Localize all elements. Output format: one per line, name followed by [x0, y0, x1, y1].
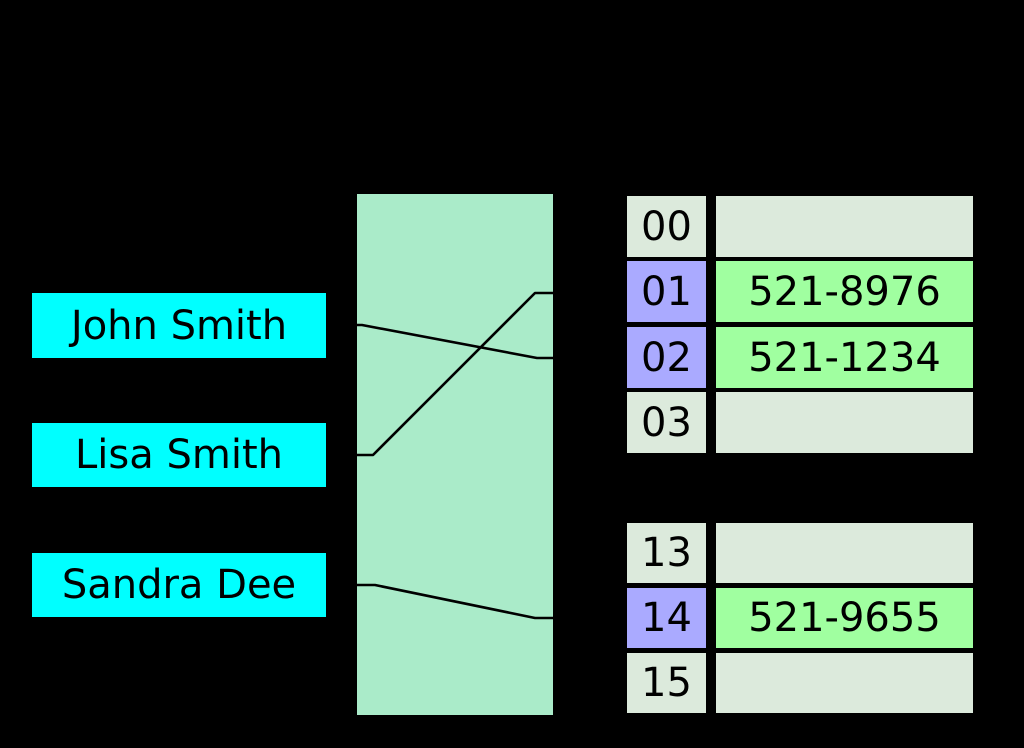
key-box-lisa-smith: Lisa Smith [32, 423, 326, 487]
value-cell-15 [714, 651, 975, 715]
key-label: Lisa Smith [75, 432, 283, 478]
index-label: 13 [641, 530, 692, 576]
key-label: Sandra Dee [61, 562, 297, 608]
value-label: 521-9655 [748, 595, 941, 641]
value-label: 521-1234 [748, 334, 941, 381]
value-label: 521-8976 [748, 268, 941, 315]
key-label: John Smith [70, 302, 288, 349]
index-label: 01 [641, 268, 692, 315]
value-cell-13 [714, 521, 975, 585]
key-box-sandra-dee: Sandra Dee [32, 553, 326, 617]
value-cell-14: 521-9655 [714, 586, 975, 650]
value-cell-01: 521-8976 [714, 259, 975, 324]
index-cell-13: 13 [625, 521, 708, 585]
key-box-john-smith: John Smith [32, 293, 326, 358]
value-cell-00 [714, 194, 975, 259]
value-cell-02: 521-1234 [714, 325, 975, 390]
hash-function-box [357, 194, 553, 715]
index-cell-03: 03 [625, 390, 708, 455]
index-cell-14: 14 [625, 586, 708, 650]
index-label: 02 [641, 334, 692, 381]
index-cell-01: 01 [625, 259, 708, 324]
index-label: 00 [641, 203, 692, 250]
index-label: 14 [641, 595, 692, 641]
index-cell-15: 15 [625, 651, 708, 715]
index-cell-00: 00 [625, 194, 708, 259]
index-label: 03 [641, 399, 692, 446]
value-cell-03 [714, 390, 975, 455]
index-label: 15 [641, 660, 692, 706]
index-cell-02: 02 [625, 325, 708, 390]
